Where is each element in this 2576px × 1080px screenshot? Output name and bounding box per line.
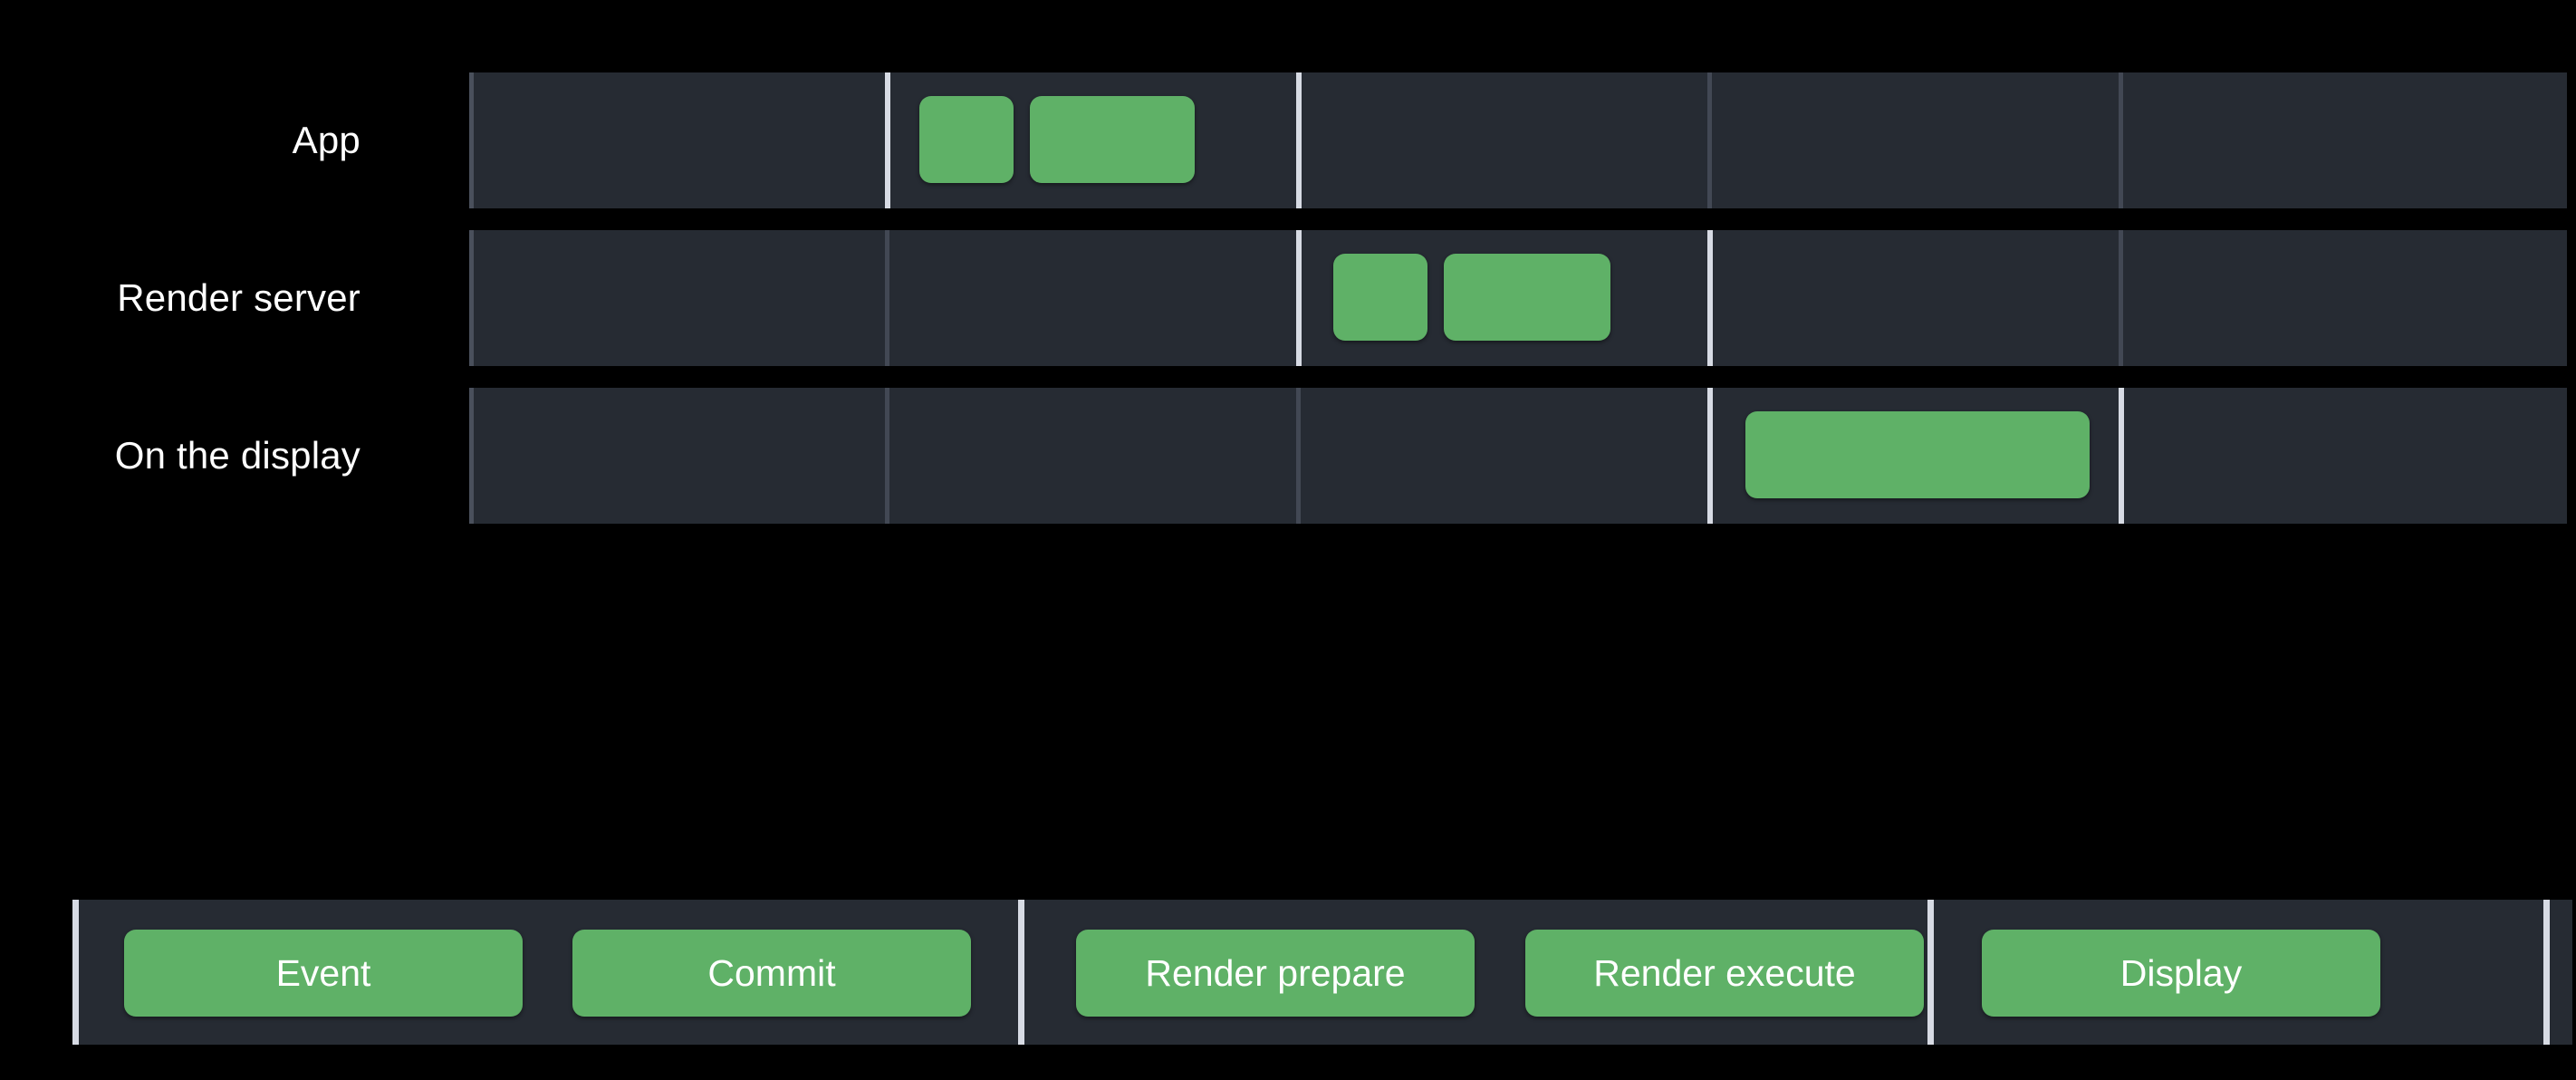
lane-label-app: App bbox=[292, 119, 360, 161]
render-execute-bar[interactable] bbox=[1444, 254, 1610, 341]
legend-chip-render-prepare[interactable]: Render prepare bbox=[1076, 930, 1475, 1017]
timeline-lane-on-the-display: On the display bbox=[0, 388, 2576, 524]
legend-divider bbox=[1927, 900, 1934, 1045]
legend-chip-display[interactable]: Display bbox=[1982, 930, 2380, 1017]
lane-divider bbox=[1707, 72, 1712, 208]
lane-divider bbox=[1707, 230, 1713, 366]
lane-divider bbox=[1707, 388, 1713, 524]
lane-divider bbox=[2119, 388, 2124, 524]
lane-divider bbox=[1296, 230, 1302, 366]
timeline-lane-app: App bbox=[0, 72, 2576, 208]
render-prepare-bar[interactable] bbox=[1333, 254, 1427, 341]
legend-divider bbox=[72, 900, 79, 1045]
lane-track-render-server[interactable] bbox=[469, 230, 2567, 366]
lane-divider bbox=[885, 72, 890, 208]
legend-chip-event[interactable]: Event bbox=[124, 930, 523, 1017]
legend-chip-render-execute[interactable]: Render execute bbox=[1525, 930, 1924, 1017]
lane-track-app[interactable] bbox=[469, 72, 2567, 208]
legend-divider bbox=[1018, 900, 1024, 1045]
lane-divider bbox=[1296, 72, 1302, 208]
display-bar[interactable] bbox=[1745, 411, 2090, 498]
legend-chip-commit[interactable]: Commit bbox=[572, 930, 971, 1017]
event-bar[interactable] bbox=[919, 96, 1014, 183]
lane-divider bbox=[1296, 388, 1301, 524]
lane-divider bbox=[885, 388, 889, 524]
lane-divider bbox=[885, 230, 889, 366]
timeline-lane-render-server: Render server bbox=[0, 230, 2576, 366]
lane-label-on-the-display: On the display bbox=[114, 434, 360, 477]
lane-label-render-server: Render server bbox=[117, 276, 360, 319]
legend-divider bbox=[2543, 900, 2550, 1045]
commit-bar[interactable] bbox=[1030, 96, 1195, 183]
lane-track-on-the-display[interactable] bbox=[469, 388, 2567, 524]
legend-strip: Event Commit Render prepare Render execu… bbox=[72, 900, 2572, 1045]
timeline-area: App Render server On bbox=[0, 72, 2576, 524]
lane-divider bbox=[2119, 230, 2123, 366]
lane-divider bbox=[2119, 72, 2123, 208]
